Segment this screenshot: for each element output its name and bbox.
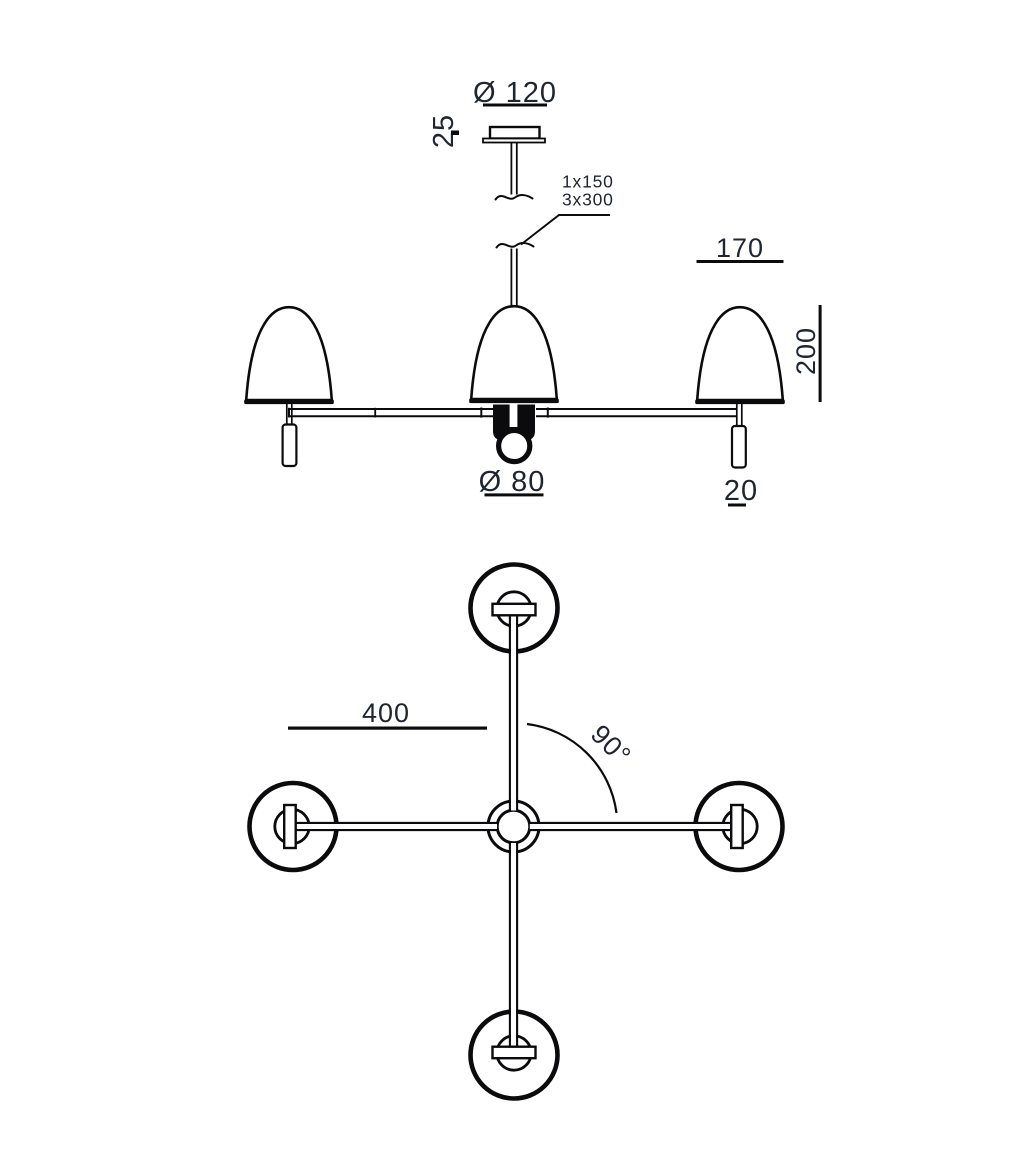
stem-break-mark-lower <box>495 242 535 249</box>
suspension-leader-line <box>520 214 610 246</box>
plan-rod-bottom <box>491 1045 537 1060</box>
rod-diameter-label: 20 <box>724 475 758 507</box>
angle-arc <box>526 722 618 814</box>
lamp-shade-left <box>244 305 334 405</box>
lamp-shade-right <box>695 305 785 405</box>
socket-stem-slot <box>509 404 518 427</box>
plan-view: 400 90° <box>247 562 785 1101</box>
arm-tube-right <box>536 407 738 418</box>
shade-body <box>695 305 785 402</box>
plan-rod-right <box>730 803 744 850</box>
canopy-diameter-dimension-line <box>483 103 547 107</box>
plan-arm-bottom <box>508 842 519 1049</box>
shade-rim <box>469 398 559 404</box>
hanging-rod-right <box>730 403 747 469</box>
canopy-height-tick <box>451 130 459 135</box>
arm-tube-left <box>288 407 493 418</box>
ceiling-canopy-flange <box>482 137 546 144</box>
shade-body <box>244 305 334 402</box>
arm-angle-label: 90° <box>585 719 637 771</box>
suspension-option-2-label: 3x300 <box>562 190 614 210</box>
arm-length-label: 400 <box>362 698 410 728</box>
hanging-rod-left <box>281 403 298 468</box>
shade-width-dimension-line <box>696 260 784 263</box>
plan-arm-right <box>529 821 733 832</box>
plan-arm-left <box>294 821 498 832</box>
shade-height-dimension-line <box>818 305 822 402</box>
plan-rod-top <box>491 602 537 617</box>
stem-break-mark-upper <box>494 194 534 201</box>
side-view: Ø 120 25 1x150 3x300 170 200 <box>244 77 822 507</box>
shade-body <box>469 304 559 401</box>
shade-width-label: 170 <box>716 233 764 263</box>
arm-length-dimension-line <box>288 726 487 730</box>
bulb <box>496 427 533 465</box>
shade-rim <box>244 399 334 405</box>
bulb-diameter-dimension-line <box>484 493 544 497</box>
plan-rod-left <box>283 803 297 850</box>
lamp-shade-center <box>469 304 559 404</box>
plan-arm-top <box>508 613 519 811</box>
shade-rim <box>695 399 785 405</box>
bulb-diameter-label: Ø 80 <box>479 466 546 498</box>
shade-height-label: 200 <box>791 327 821 375</box>
rod-diameter-dimension-line <box>728 503 746 507</box>
suspension-option-1-label: 1x150 <box>562 172 614 192</box>
ceiling-canopy <box>488 125 541 140</box>
